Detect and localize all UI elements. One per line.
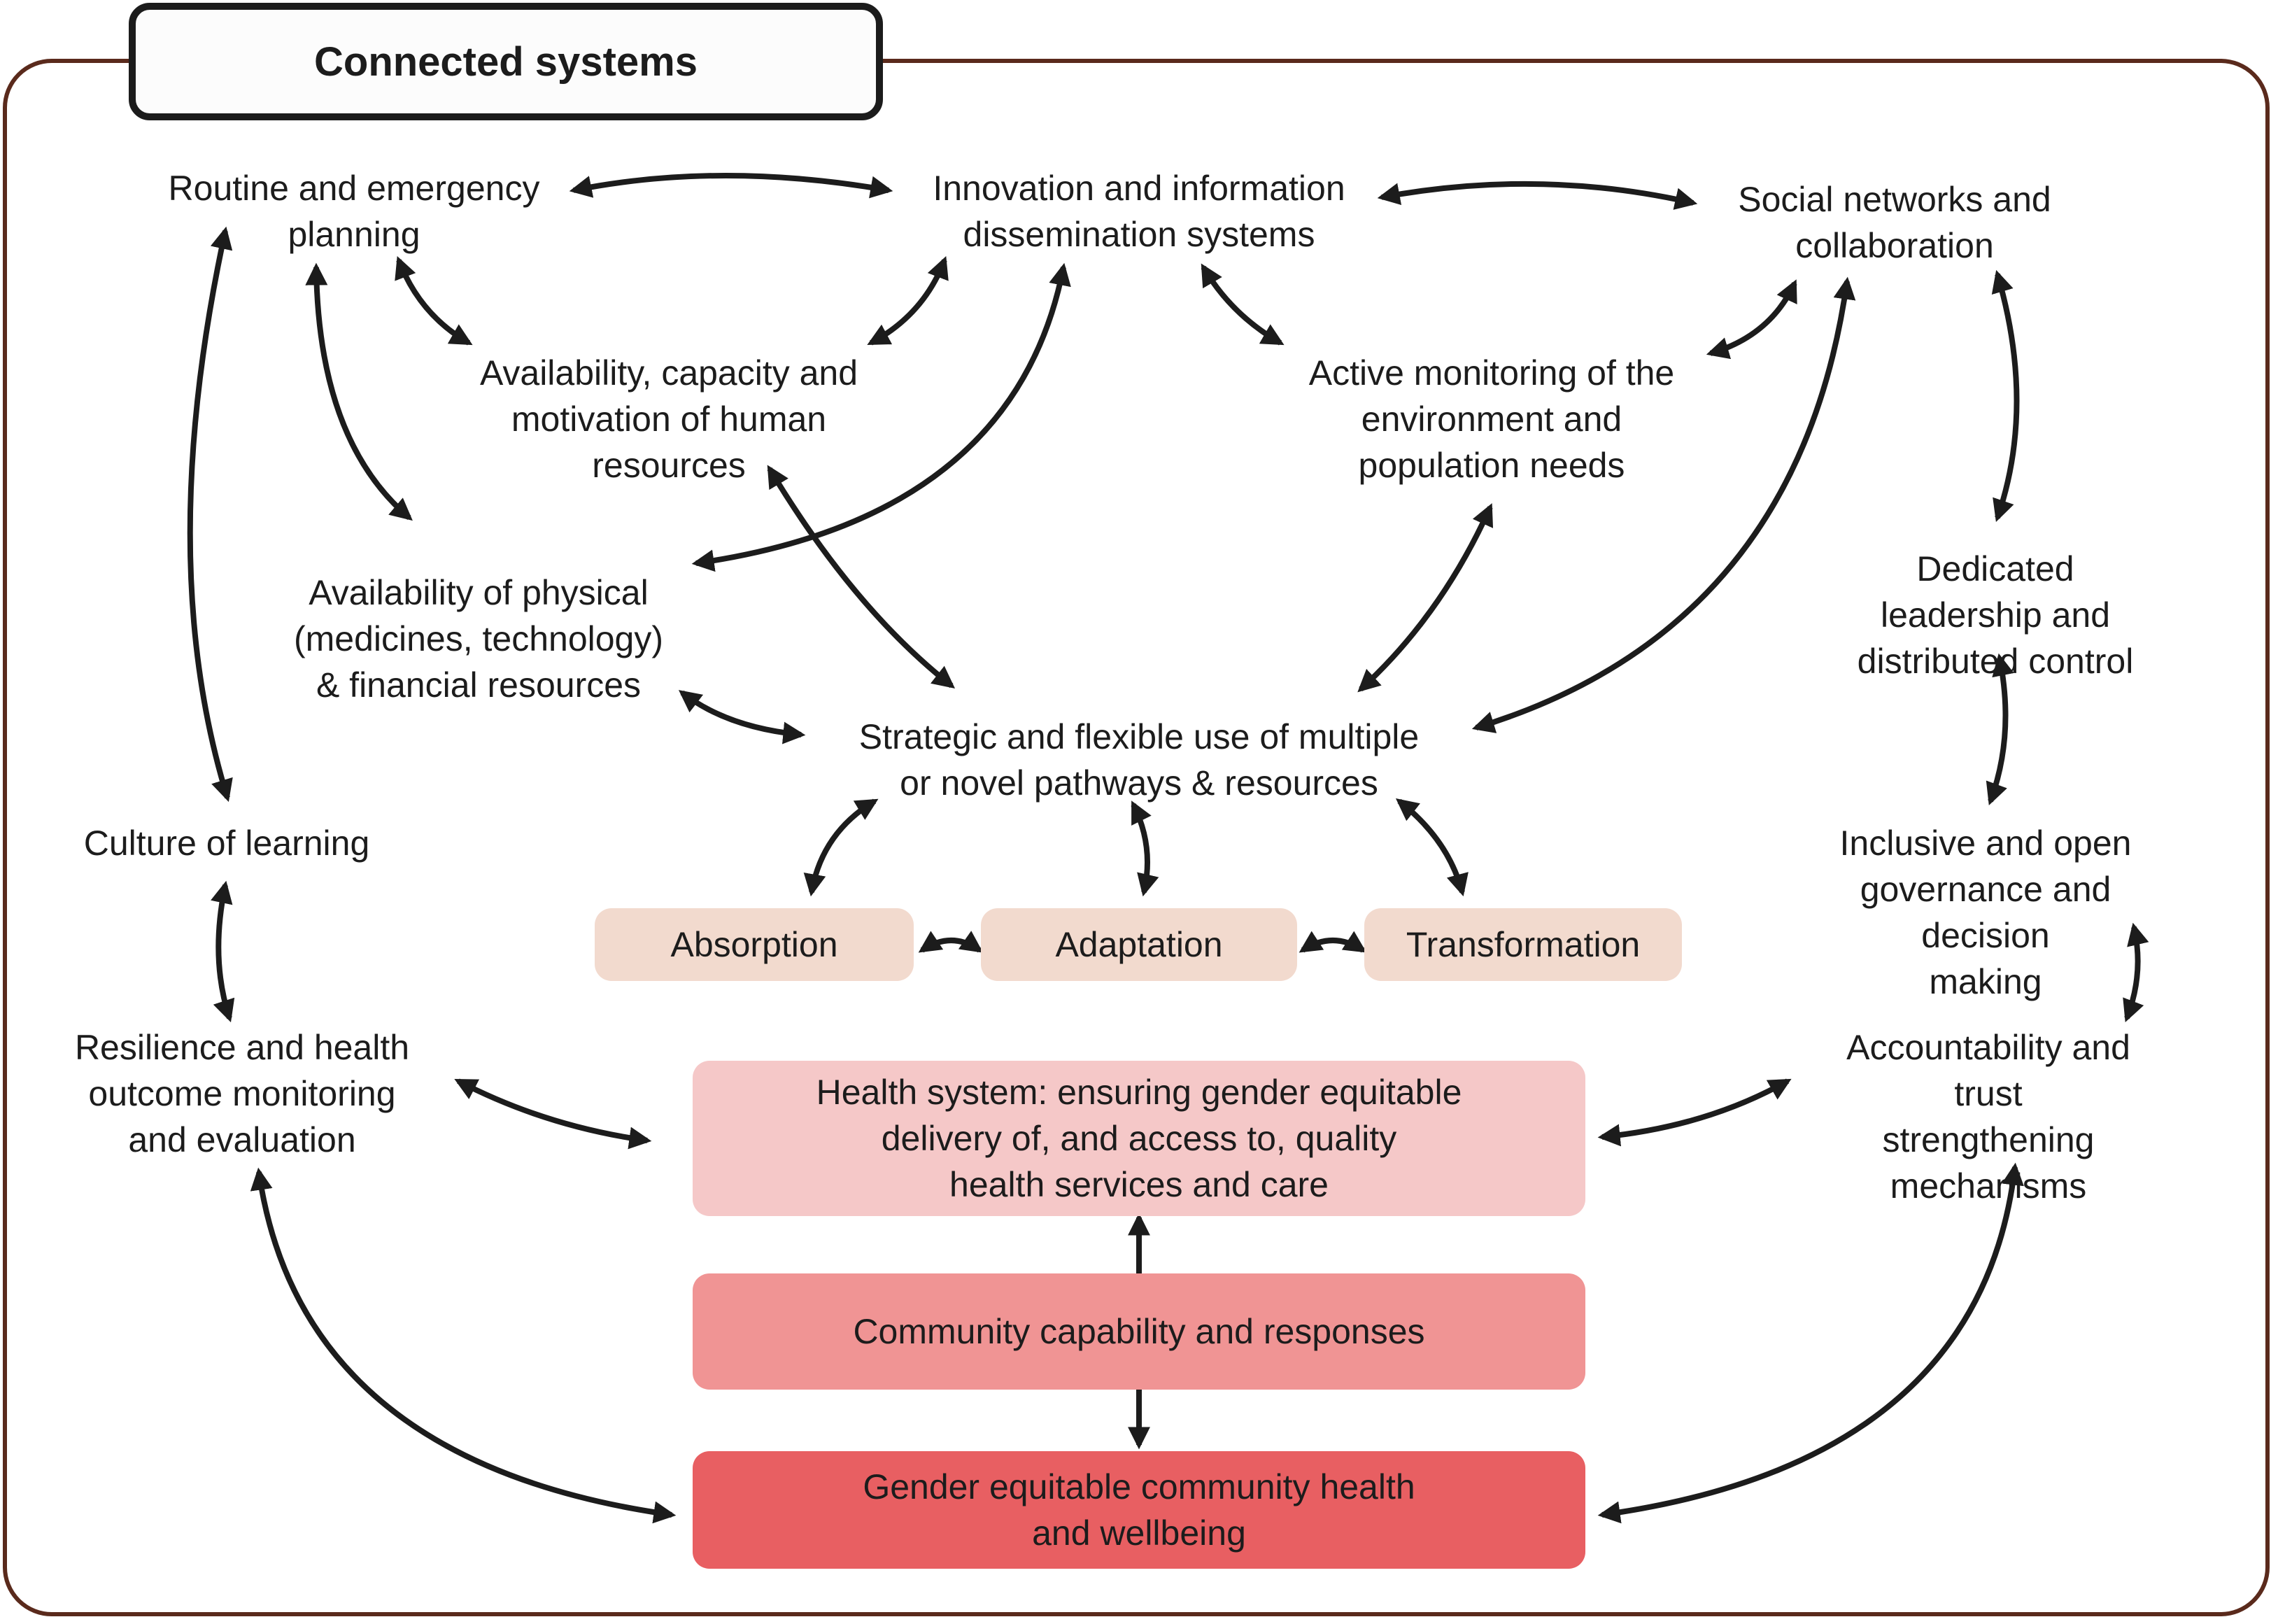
health-system-box: Health system: ensuring gender equitable…	[693, 1061, 1585, 1216]
node-active-monitoring: Active monitoring of the environment and…	[1308, 353, 1675, 485]
capacity-absorption: Absorption	[595, 908, 914, 981]
community-capability-box: Community capability and responses	[693, 1273, 1585, 1390]
node-innovation-info: Innovation and information dissemination…	[933, 169, 1345, 254]
diagram-title: Connected systems	[129, 3, 883, 120]
capacity-adaptation: Adaptation	[981, 908, 1297, 981]
community-health-outcome-box: Gender equitable community health and we…	[693, 1451, 1585, 1569]
node-accountability: Accountability and trust strengthening m…	[1846, 1028, 2130, 1206]
node-inclusive-governance: Inclusive and open governance and decisi…	[1839, 824, 2132, 1001]
node-physical-resources: Availability of physical (medicines, tec…	[293, 573, 664, 705]
capacity-transformation: Transformation	[1364, 908, 1682, 981]
node-resilience-monitoring: Resilience and health outcome monitoring…	[74, 1028, 410, 1159]
node-human-resources: Availability, capacity and motivation of…	[479, 353, 858, 485]
node-culture-learning: Culture of learning	[83, 824, 370, 863]
node-routine-planning: Routine and emergency planning	[168, 169, 540, 254]
node-strategic-use: Strategic and flexible use of multiple o…	[858, 717, 1420, 803]
node-social-networks: Social networks and collaboration	[1738, 180, 2051, 265]
connected-systems-frame	[3, 59, 2270, 1616]
node-dedicated-leadership: Dedicated leadership and distributed con…	[1857, 549, 2134, 681]
